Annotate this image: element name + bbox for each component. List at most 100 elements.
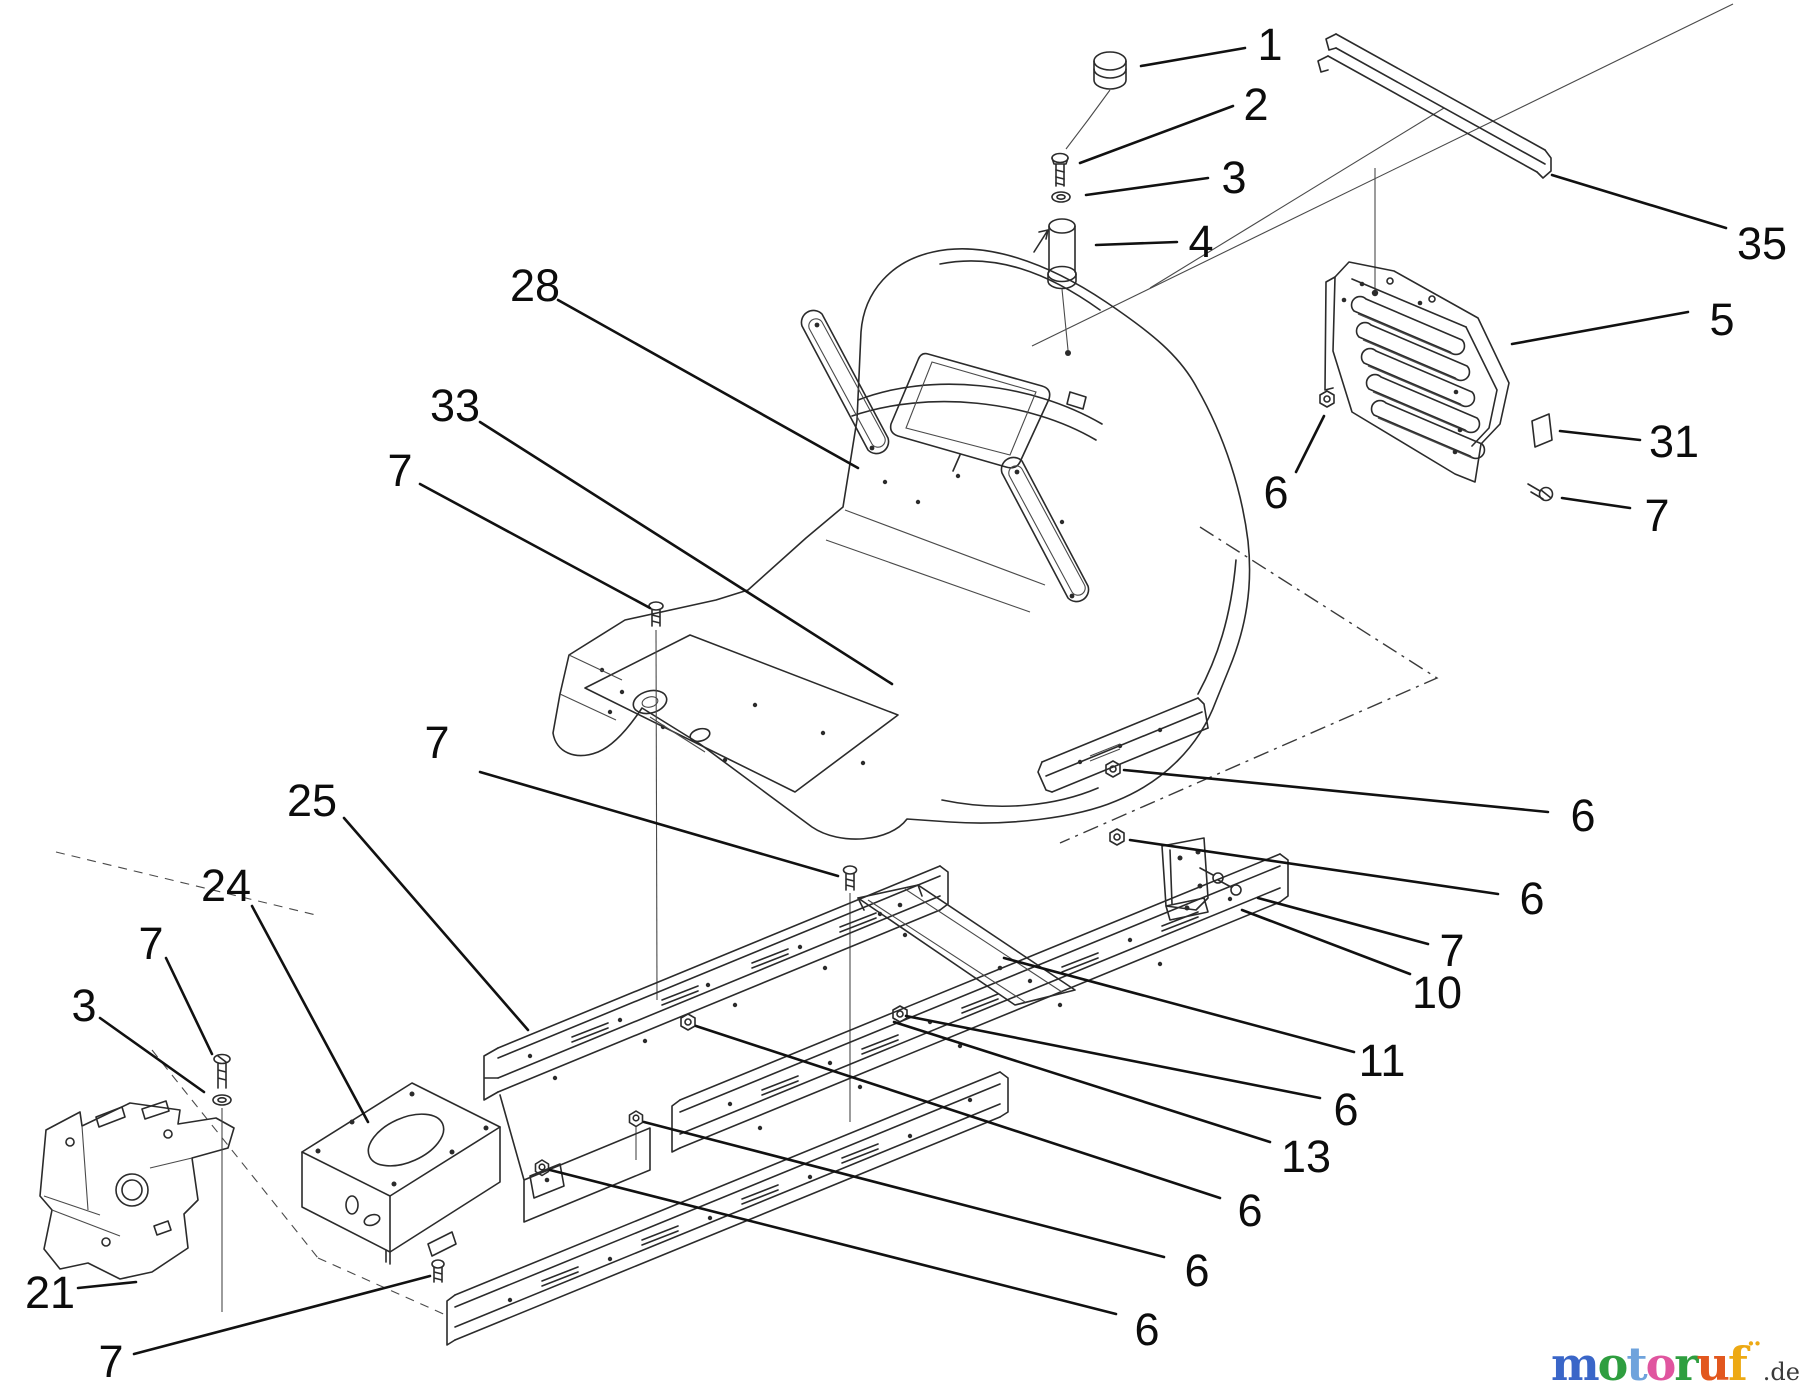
logo-letter-u: u (1696, 1337, 1730, 1391)
callout-label-10-22: 10 (1412, 967, 1462, 1018)
nut-part-6-e (628, 1110, 644, 1160)
callout-label-7-15: 7 (138, 918, 163, 969)
leader-line-7-11 (418, 482, 652, 610)
logo-letter-r: r (1674, 1337, 1698, 1391)
leader-line-1-0 (1139, 46, 1247, 68)
heat-shield-part-5 (1324, 261, 1510, 483)
leader-line-7-7 (1560, 496, 1632, 510)
leader-line-13-25 (892, 1020, 1272, 1144)
nut-part-6-d (680, 1013, 696, 1031)
leader-line-6-8 (1294, 414, 1326, 474)
callout-label-4-3: 4 (1188, 216, 1213, 267)
leader-line-3-16 (98, 1016, 206, 1094)
right-frame-rail (671, 853, 1289, 1153)
callout-label-3-2: 3 (1221, 152, 1246, 203)
callout-label-28-9: 28 (510, 260, 560, 311)
callout-label-3-16: 3 (71, 980, 96, 1031)
callout-label-6-8: 6 (1263, 467, 1288, 518)
logo-letter-o: o (1645, 1337, 1677, 1391)
callout-label-6-19: 6 (1570, 790, 1595, 841)
construction-lines (55, 3, 1734, 1317)
leader-line-2-1 (1078, 104, 1235, 165)
leader-line-25-13 (342, 816, 530, 1032)
leader-line-7-21 (1256, 896, 1430, 946)
screw-part-7-right (1527, 483, 1554, 502)
nut-part-6-a (1105, 760, 1121, 778)
callout-label-7-12: 7 (424, 717, 449, 768)
leader-line-7-15 (164, 956, 214, 1056)
leader-line-33-10 (478, 420, 894, 686)
washer-part-3 (1051, 191, 1071, 203)
callout-label-33-10: 33 (430, 380, 480, 431)
motoruf-logo-tld: .de (1762, 1358, 1800, 1386)
leader-line-6-20 (1128, 838, 1500, 896)
logo-letter-t: t (1626, 1337, 1647, 1391)
callout-label-6-24: 6 (1333, 1084, 1358, 1135)
leader-line-5-5 (1510, 310, 1690, 346)
leader-line-6-28 (548, 1168, 1118, 1316)
rear-channel-part-11 (1037, 697, 1209, 793)
screw-part-7-bottom (431, 1259, 445, 1283)
callout-label-21-17: 21 (25, 1267, 75, 1318)
fender-body-part-28 (552, 248, 1251, 840)
logo-letter-o: o (1597, 1337, 1629, 1391)
callout-label-31-6: 31 (1649, 416, 1699, 467)
callout-label-24-14: 24 (201, 860, 251, 911)
cross-member (857, 884, 1076, 1006)
spacer-part-4 (1033, 218, 1077, 356)
leader-line-31-6 (1558, 429, 1642, 442)
nut-part-6-b (1109, 828, 1125, 846)
front-frame-rail-part-13 (446, 1071, 1009, 1346)
callout-label-6-28: 6 (1134, 1304, 1159, 1355)
leader-line-11-23 (1002, 956, 1356, 1054)
leader-line-3-2 (1084, 176, 1210, 197)
leader-line-7-18 (132, 1274, 432, 1356)
logo-letter-m: m (1550, 1337, 1600, 1391)
callout-label-35-4: 35 (1737, 218, 1787, 269)
leader-line-4-3 (1094, 240, 1179, 247)
leader-line-6-24 (904, 1014, 1322, 1100)
nut-part-6-f (534, 1159, 550, 1177)
fuel-cap-part-1 (1065, 51, 1127, 150)
leader-lines (76, 46, 1728, 1356)
callout-label-13-25: 13 (1281, 1131, 1331, 1182)
callout-label-6-26: 6 (1237, 1185, 1262, 1236)
screw-part-7-top-left (648, 601, 664, 1001)
bolt-part-6-panel (1319, 390, 1335, 408)
leader-line-21-17 (76, 1280, 138, 1290)
callout-label-6-27: 6 (1184, 1245, 1209, 1296)
leader-line-6-27 (642, 1120, 1166, 1259)
motoruf-logo-mark: ¨ (1746, 1338, 1762, 1373)
motoruf-logo: motoruf¨.de (1551, 1332, 1800, 1388)
logo-letter-f: f (1728, 1337, 1748, 1391)
screw-part-2 (1051, 152, 1069, 187)
leader-line-6-19 (1122, 768, 1550, 814)
bracket-part-10 (1161, 837, 1209, 921)
callout-label-5-5: 5 (1709, 294, 1734, 345)
leader-line-6-26 (694, 1024, 1222, 1200)
callout-label-7-21: 7 (1439, 925, 1464, 976)
washer-part-3-lower-left (212, 1094, 232, 1312)
leader-line-24-14 (250, 904, 370, 1124)
motoruf-logo-word: motoruf (1551, 1341, 1748, 1387)
leader-line-35-4 (1550, 173, 1728, 230)
screw-part-7-mid (842, 865, 858, 1122)
label-plate-part-31 (1531, 413, 1553, 448)
callout-label-7-7: 7 (1644, 490, 1669, 541)
leader-line-7-12 (478, 770, 840, 878)
callout-label-1-0: 1 (1257, 19, 1282, 70)
bracket-part-21 (39, 1100, 235, 1280)
leader-line-28-9 (556, 298, 860, 470)
callout-label-7-11: 7 (387, 445, 412, 496)
left-frame-rail-part-25 (483, 865, 949, 1101)
callout-label-6-20: 6 (1519, 873, 1544, 924)
callout-label-7-18: 7 (98, 1336, 123, 1387)
callout-label-25-13: 25 (287, 775, 337, 826)
leader-line-10-22 (1240, 908, 1412, 976)
top-rail-part-35 (1317, 33, 1552, 179)
callout-label-2-1: 2 (1243, 79, 1268, 130)
callout-label-11-23: 11 (1359, 1035, 1406, 1086)
